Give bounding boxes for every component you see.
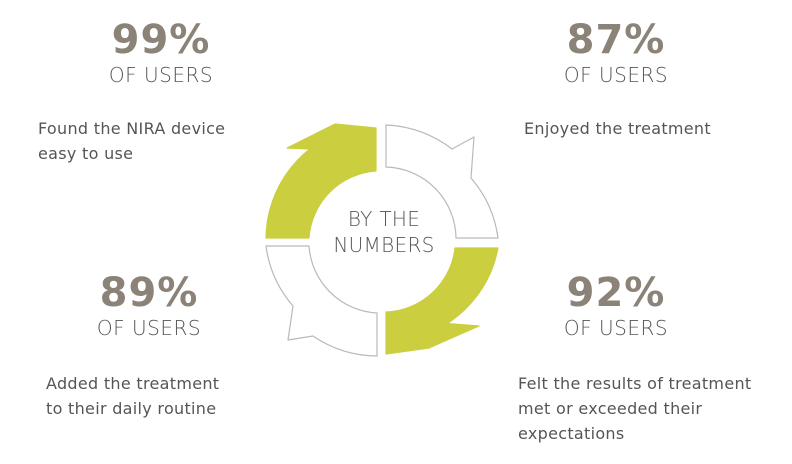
ring-segment-bottom-left [265, 245, 378, 357]
ring-segment-top-left [265, 123, 377, 239]
stat-top-right: 87% OF USERS [531, 18, 701, 88]
stat-description-top-right: Enjoyed the treatment [524, 119, 711, 138]
center-label: BY THE NUMBERS [316, 206, 452, 258]
stat-percent: 89% [99, 270, 199, 316]
stat-percent: 87% [566, 17, 666, 63]
ring-segment-bottom-right [385, 247, 499, 355]
stat-percent: 99% [111, 17, 211, 63]
stat-bottom-left: 89% OF USERS [64, 271, 234, 341]
stat-bottom-right: 92% OF USERS [531, 271, 701, 341]
stat-label: OF USERS [96, 316, 202, 340]
stat-description-bottom-left: Added the treatment to their daily routi… [46, 374, 220, 418]
stat-description-bottom-right: Felt the results of treatment met or exc… [518, 374, 752, 443]
stat-label: OF USERS [108, 63, 214, 87]
stat-percent: 92% [566, 270, 666, 316]
stat-top-left: 99% OF USERS [76, 18, 246, 88]
stat-description-top-left: Found the NIRA device easy to use [38, 119, 226, 163]
stat-label: OF USERS [563, 63, 669, 87]
center-label-line-2: NUMBERS [333, 233, 435, 257]
center-label-line-1: BY THE [347, 207, 421, 231]
ring-segment-top-right [385, 124, 499, 239]
stat-label: OF USERS [563, 316, 669, 340]
